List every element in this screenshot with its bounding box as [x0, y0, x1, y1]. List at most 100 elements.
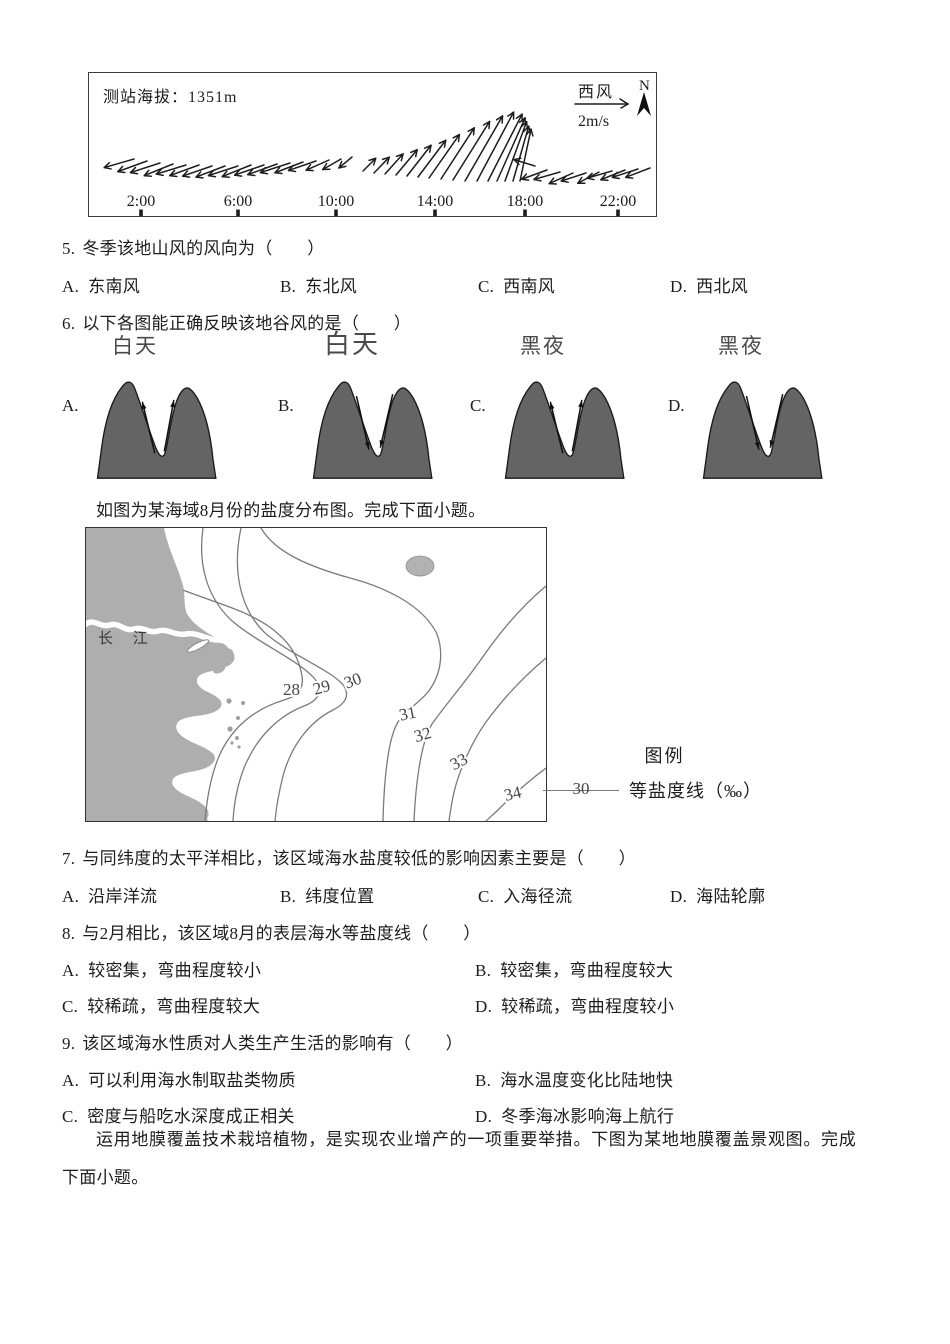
salinity-map: 28 29 30 31 32 33 34 长 江: [86, 528, 546, 821]
q9-option-d: D.冬季海冰影响海上航行: [475, 1102, 674, 1127]
q9-option-a-text: 可以利用海水制取盐类物质: [88, 1071, 296, 1090]
legend-row: 30 等盐度线（‰）: [543, 777, 768, 803]
salinity-map-figure: 28 29 30 31 32 33 34 长 江: [85, 527, 547, 822]
q7-option-c-letter: C.: [478, 887, 495, 906]
yangtze-river: [86, 619, 233, 649]
q8-option-a-text: 较密集，弯曲程度较小: [88, 961, 262, 980]
river-label: 长 江: [98, 630, 156, 647]
diagram-a-letter: A.: [62, 396, 79, 415]
q5-option-d-letter: D.: [670, 277, 688, 296]
mountain-valley-figure: [96, 381, 217, 479]
mountain-valley-figure: [504, 381, 625, 479]
diagram-d-letter: D.: [668, 396, 685, 415]
q5-option-b: B. 东北风: [280, 272, 357, 297]
svg-text:10:00: 10:00: [318, 193, 354, 210]
mountain-silhouette: [96, 381, 217, 479]
question-9-number: 9.: [62, 1034, 76, 1053]
question-8-options-ab: A. 较密集，弯曲程度较小 B.较密集，弯曲程度较大: [62, 956, 942, 982]
mountain-valley-figure: [702, 381, 823, 479]
isohaline-30: [236, 528, 348, 821]
offshore-island: [405, 555, 435, 577]
compass-needle-icon: [637, 92, 651, 116]
q5-option-b-text: 东北风: [305, 277, 358, 296]
mountain-valley-figure: [312, 381, 433, 479]
q8-option-a: A. 较密集，弯曲程度较小: [62, 956, 261, 981]
q8-option-b: B.较密集，弯曲程度较大: [475, 956, 673, 981]
q9-option-c: C. 密度与船吃水深度成正相关: [62, 1102, 295, 1127]
isohalines: [182, 528, 546, 821]
valley-wind-arrows: [355, 394, 394, 450]
estuary-sliver-island: [186, 639, 210, 653]
mountain-silhouette: [702, 381, 823, 479]
question-5: 5. 冬季该地山风的风向为（ ）: [62, 234, 325, 259]
question-8-number: 8.: [62, 924, 76, 943]
q7-option-d: D.海陆轮廓: [670, 882, 765, 907]
question-7-text: 与同纬度的太平洋相比，该区域海水盐度较低的影响因素主要是（ ）: [82, 849, 636, 868]
q8-option-d-letter: D.: [475, 997, 493, 1016]
q7-option-c-text: 入海径流: [503, 887, 573, 906]
valley-wind-diagrams: A. 白天 B. 白天 C. 黑夜 D. 黑夜: [0, 329, 950, 492]
valley-wind-arrows: [141, 399, 175, 454]
question-7-options: A. 沿岸洋流 B.纬度位置 C. 入海径流 D.海陆轮廓: [62, 882, 942, 908]
q8-option-b-text: 较密集，弯曲程度较大: [500, 961, 674, 980]
question-8-options-cd: C.较稀疏，弯曲程度较大 D.较稀疏，弯曲程度较小: [62, 992, 942, 1018]
q5-option-a-text: 东南风: [88, 277, 141, 296]
question-9-options-cd: C. 密度与船吃水深度成正相关 D.冬季海冰影响海上航行: [62, 1102, 942, 1128]
isohaline-33: [448, 657, 546, 821]
isohaline-28: [182, 589, 304, 821]
isohaline-symbol-value: 30: [572, 779, 590, 798]
map-legend: 图例 30 等盐度线（‰）: [543, 742, 768, 803]
valley-wind-arrows: [549, 399, 583, 454]
q9-option-c-letter: C.: [62, 1107, 79, 1126]
mountain-silhouette: [312, 381, 433, 479]
svg-text:2:00: 2:00: [127, 193, 155, 210]
scale-wind-speed-label: 2m/s: [578, 113, 609, 130]
diagram-a-caption: 白天: [112, 335, 158, 358]
svg-text:22:00: 22:00: [600, 193, 636, 210]
question-7-number: 7.: [62, 849, 76, 868]
q7-option-d-letter: D.: [670, 887, 688, 906]
compass-north-label: N: [639, 78, 650, 94]
estuary-island: [212, 664, 226, 674]
q8-option-a-letter: A.: [62, 961, 80, 980]
wind-arrows: [103, 111, 651, 185]
isohaline-line-icon: [543, 790, 619, 791]
q5-option-b-letter: B.: [280, 277, 297, 296]
q5-option-c-text: 西南风: [503, 277, 556, 296]
valley-diagram-b: B. 白天: [276, 329, 486, 492]
q7-option-b-text: 纬度位置: [305, 887, 375, 906]
q5-option-d-text: 西北风: [696, 277, 749, 296]
valley-wind-arrows: [745, 394, 784, 450]
diagram-b-letter: B.: [278, 396, 294, 415]
question-6-number: 6.: [62, 314, 76, 333]
legend-title: 图例: [644, 746, 685, 766]
q9-option-b-letter: B.: [475, 1071, 492, 1090]
q7-option-b: B.纬度位置: [280, 882, 374, 907]
question-5-number: 5.: [62, 239, 76, 258]
q7-option-a-text: 沿岸洋流: [88, 887, 158, 906]
diagram-d-caption: 黑夜: [718, 335, 764, 358]
q9-option-b-text: 海水温度变化比陆地快: [500, 1071, 674, 1090]
isohaline-label-28: 28: [283, 680, 300, 699]
question-9-text: 该区域海水性质对人类生产生活的影响有（ ）: [82, 1034, 463, 1053]
question-8-text: 与2月相比，该区域8月的表层海水等盐度线（ ）: [82, 924, 481, 943]
question-9-options-ab: A.可以利用海水制取盐类物质 B. 海水温度变化比陆地快: [62, 1066, 942, 1092]
q5-option-c: C. 西南风: [478, 272, 555, 297]
q5-option-c-letter: C.: [478, 277, 495, 296]
q7-option-a-letter: A.: [62, 887, 80, 906]
q8-option-c-letter: C.: [62, 997, 79, 1016]
q9-option-a: A.可以利用海水制取盐类物质: [62, 1066, 296, 1091]
diagram-c-caption: 黑夜: [520, 335, 566, 358]
legend-text: 等盐度线（‰）: [629, 781, 762, 801]
question-5-text: 冬季该地山风的风向为（ ）: [82, 239, 325, 258]
q9-option-c-text: 密度与船吃水深度成正相关: [87, 1107, 295, 1126]
isohaline-31: [260, 528, 442, 821]
scale-arrow-icon: [574, 98, 630, 109]
mulch-film-intro-text: 运用地膜覆盖技术栽培植物，是实现农业增产的一项重要举措。下图为某地地膜覆盖景观图…: [62, 1130, 856, 1187]
q5-option-a-letter: A.: [62, 277, 80, 296]
question-7: 7. 与同纬度的太平洋相比，该区域海水盐度较低的影响因素主要是（ ）: [62, 844, 636, 869]
question-8: 8. 与2月相比，该区域8月的表层海水等盐度线（ ）: [62, 919, 481, 944]
q9-option-d-text: 冬季海冰影响海上航行: [501, 1107, 675, 1126]
